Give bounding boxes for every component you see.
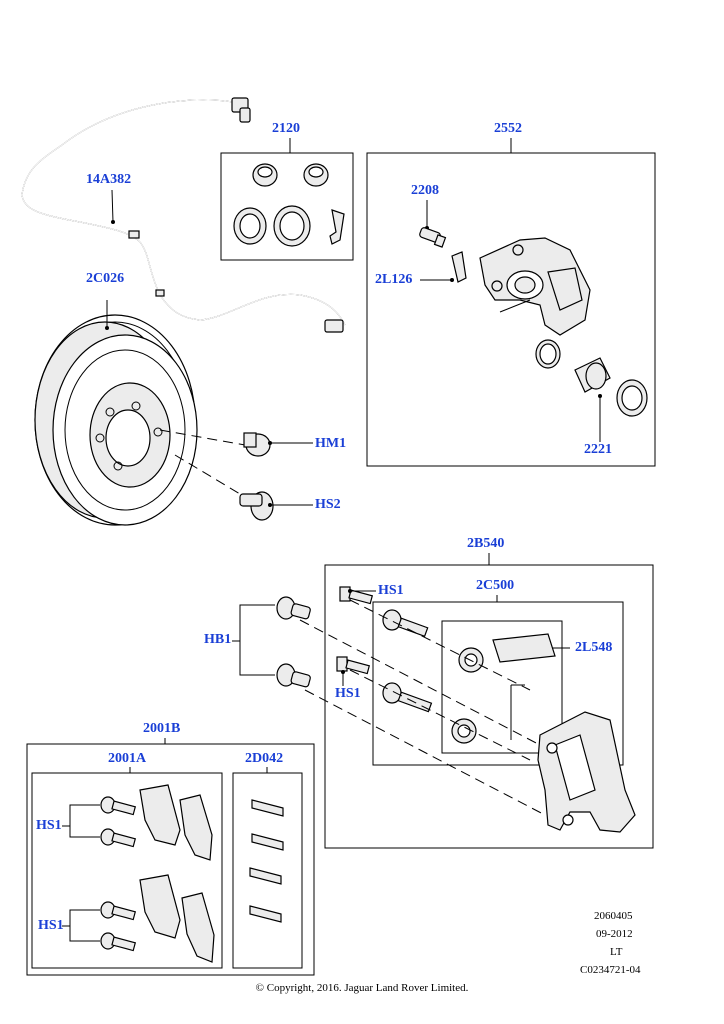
- hm1-fastener: [159, 429, 313, 457]
- carrier-assembly-box: [299, 553, 654, 849]
- label-2l126[interactable]: 2L126: [375, 272, 413, 287]
- wear-sensor-harness: [21, 97, 346, 333]
- label-2001a[interactable]: 2001A: [108, 751, 147, 766]
- label-hs1-pads-b[interactable]: HS1: [38, 918, 64, 933]
- label-2c500[interactable]: 2C500: [476, 578, 515, 593]
- pad-set-box: [26, 738, 315, 976]
- label-2120[interactable]: 2120: [272, 121, 300, 136]
- label-hs1-top[interactable]: HS1: [378, 583, 404, 598]
- label-2221[interactable]: 2221: [584, 442, 612, 457]
- label-hb1[interactable]: HB1: [204, 632, 232, 647]
- label-hm1[interactable]: HM1: [315, 436, 347, 451]
- copyright-notice: © Copyright, 2016. Jaguar Land Rover Lim…: [255, 982, 469, 994]
- hs2-fastener: [174, 454, 313, 521]
- label-2c026[interactable]: 2C026: [86, 271, 125, 286]
- diagram-code: 2060405: [594, 910, 633, 922]
- seal-kit-box: [220, 138, 354, 261]
- diagram-market: LT: [610, 946, 623, 958]
- label-2208[interactable]: 2208: [411, 183, 439, 198]
- label-2001b[interactable]: 2001B: [143, 721, 181, 736]
- label-14a382[interactable]: 14A382: [86, 172, 132, 187]
- hb1-bolts: [232, 596, 311, 688]
- label-2b540[interactable]: 2B540: [467, 536, 505, 551]
- label-hs1-pads-a[interactable]: HS1: [36, 818, 62, 833]
- diagram-reference: C0234721-04: [580, 964, 641, 976]
- label-hs1-mid[interactable]: HS1: [335, 686, 361, 701]
- label-hs2[interactable]: HS2: [315, 497, 341, 512]
- label-2d042[interactable]: 2D042: [245, 751, 284, 766]
- label-2552[interactable]: 2552: [494, 121, 522, 136]
- diagram-date: 09-2012: [596, 928, 633, 940]
- label-2l548[interactable]: 2L548: [575, 640, 613, 655]
- caliper-box: [366, 138, 656, 467]
- brake-disc: [34, 300, 198, 526]
